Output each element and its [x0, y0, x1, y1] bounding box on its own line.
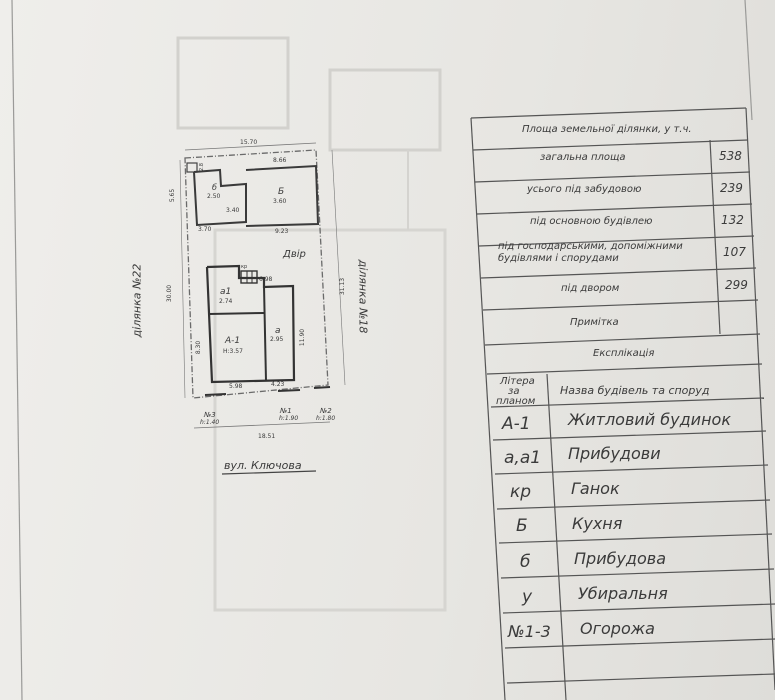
gate-1: №1 — [280, 407, 292, 415]
gate-3: №3 — [204, 411, 216, 419]
col-letter-1: Літера — [500, 376, 535, 387]
col-letter-3: планом — [496, 396, 536, 407]
item-name-1: Прибудови — [568, 444, 661, 463]
item-letter-5: у — [522, 587, 533, 607]
item-letter-6: №1-3 — [508, 622, 551, 641]
row-value-built: 239 — [720, 181, 743, 195]
row-label-aux-1: під господарськими, допоміжними — [498, 241, 683, 252]
row-value-aux: 107 — [723, 245, 746, 259]
col-letter-2: за — [508, 386, 520, 397]
row-label-main: під основною будівлею — [530, 216, 653, 227]
dim-porch: 6.98 — [259, 276, 273, 283]
item-name-5: Убиральня — [578, 584, 668, 603]
row-value-main: 132 — [721, 213, 744, 227]
item-name-3: Кухня — [572, 514, 623, 533]
item-name-2: Ганок — [571, 479, 620, 498]
building-a-name: А-1 — [225, 336, 241, 346]
building-b-name: Б — [278, 187, 285, 197]
item-name-6: Огорожа — [580, 619, 655, 638]
explication-header: Експлікація — [593, 348, 655, 359]
item-letter-4: б — [520, 552, 531, 572]
building-a-height: Н:3.57 — [223, 348, 243, 355]
dim-top-right: 8.66 — [273, 157, 287, 164]
building-a1-name: а1 — [220, 287, 232, 297]
building-delta-height: 2.50 — [207, 193, 221, 200]
item-name-0: Житловий будинок — [568, 410, 731, 429]
gate-2: №2 — [320, 407, 332, 415]
row-label-built: усього під забудовою — [527, 184, 642, 195]
dim-bottom-left: 5.98 — [229, 383, 243, 390]
dim-mid-left: 3.70 — [198, 226, 212, 233]
item-letter-1: а,а1 — [504, 448, 542, 468]
row-value-yard: 299 — [725, 278, 748, 292]
dim-bottom-total: 18.51 — [258, 433, 276, 440]
building-b-height: 3.60 — [273, 198, 287, 205]
dim-mid-right: 9.23 — [275, 228, 289, 235]
item-name-4: Прибудова — [574, 549, 667, 568]
dim-bottom-mid: 4.23 — [271, 381, 285, 388]
land-area-header: Площа земельної ділянки, у т.ч. — [522, 124, 692, 135]
street-name: вул. Ключова — [224, 459, 302, 472]
building-a-small-height: 2.95 — [270, 336, 284, 343]
building-a-small-name: а — [275, 326, 281, 336]
item-letter-2: кр — [510, 482, 532, 502]
row-label-yard: під двором — [561, 283, 620, 294]
porch-name: кр — [241, 264, 248, 270]
row-value-total: 538 — [719, 149, 742, 163]
row-label-aux-2: будівлями і спорудами — [498, 253, 619, 264]
yard-label: Двір — [283, 249, 306, 260]
building-a1-height: 2.74 — [219, 298, 233, 305]
row-label-note: Примітка — [570, 317, 619, 328]
gate-2-height: h:1.80 — [316, 415, 336, 422]
col-name-header: Назва будівель та споруд — [560, 384, 710, 397]
item-letter-3: Б — [516, 516, 528, 536]
gate-3-height: h:1.40 — [200, 419, 220, 426]
row-label-total: загальна площа — [540, 152, 626, 163]
dim-delta: 3.40 — [226, 207, 240, 214]
building-delta-name: б — [212, 183, 217, 192]
item-letter-0: А-1 — [502, 414, 531, 434]
gate-1-height: h:1.90 — [279, 415, 299, 422]
dim-top: 15.70 — [240, 139, 258, 146]
